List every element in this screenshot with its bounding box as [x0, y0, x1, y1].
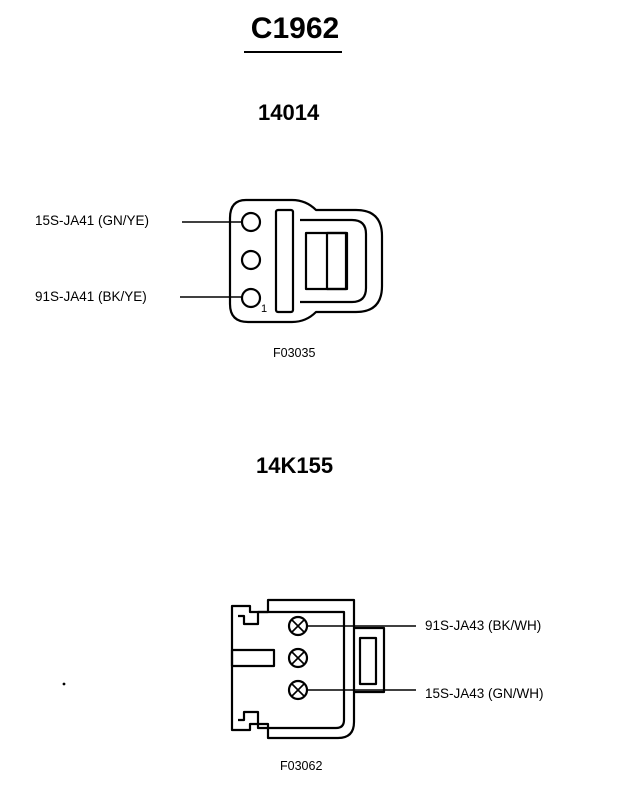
pin-1-marker: 1 [261, 303, 268, 315]
connector-2-wire-1-label: 91S-JA43 (BK/WH) [425, 618, 542, 633]
connector-1-latch [300, 218, 368, 304]
connector-1-latch-tab-inner [325, 231, 349, 291]
connector-1-drawing [180, 198, 384, 324]
connector-1-cavity-1 [240, 211, 262, 233]
diagram-title: C1962 [250, 12, 340, 45]
connector-2-body [230, 598, 356, 740]
connector-1-part-number: 14014 [258, 100, 320, 125]
connector-2-figure-code: F03062 [280, 759, 323, 773]
connector-2-drawing [230, 598, 416, 740]
stray-dot [62, 682, 66, 686]
connector-1-cavity-2 [240, 249, 262, 271]
connector-2-cavity-x-2 [291, 651, 305, 665]
connector-2-part-number: 14K155 [256, 453, 334, 478]
connector-1-lock-bar [274, 208, 295, 314]
title-underline [244, 51, 342, 53]
connector-1-body [228, 198, 384, 324]
connector-2-left-tab [230, 648, 276, 668]
connector-2-cavity-x-1 [291, 619, 305, 633]
connector-2-latch [354, 626, 386, 694]
connector-1-figure-code: F03035 [273, 346, 316, 360]
connector-2-latch-tab [358, 636, 378, 686]
connector-1-wire-2-label: 91S-JA41 (BK/YE) [35, 289, 147, 304]
connector-2-inner-wall [238, 610, 346, 730]
connector-1-wire-1-label: 15S-JA41 (GN/YE) [35, 213, 150, 228]
connector-2-cavity-x-3 [291, 683, 305, 697]
connector-1-cavity-3 [240, 287, 262, 309]
connector-2-cavity-2 [287, 647, 309, 669]
connector-2-wire-2-label: 15S-JA43 (GN/WH) [425, 686, 544, 701]
